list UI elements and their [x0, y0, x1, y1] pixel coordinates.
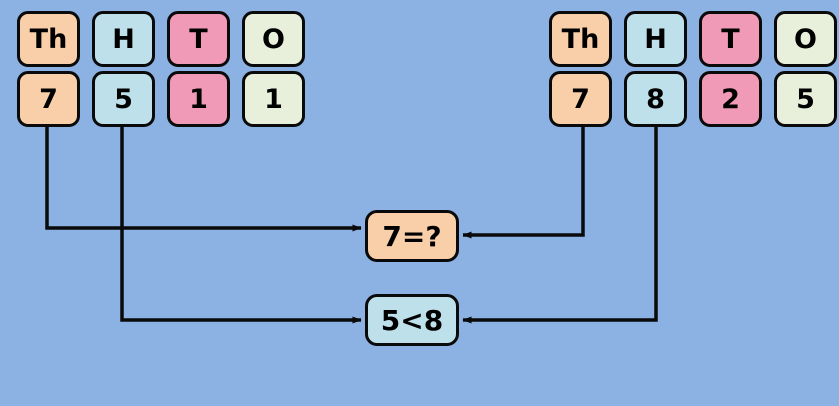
digit-cell-thousands-left[interactable]: 7 [17, 71, 80, 127]
header-cell-ones-left: O [242, 11, 305, 67]
connector-right-hundreds [462, 124, 658, 324]
place-value-chart-left: Th H T O 7 5 1 1 [17, 11, 305, 127]
header-cell-hundreds-right: H [624, 11, 687, 67]
header-cell-tens-left: T [167, 11, 230, 67]
header-cell-tens-right: T [699, 11, 762, 67]
connector-left-hundreds [120, 124, 362, 324]
digit-cell-tens-left[interactable]: 1 [167, 71, 230, 127]
comparison-box-hundreds[interactable]: 5<8 [365, 294, 459, 346]
header-cell-thousands-left: Th [17, 11, 80, 67]
connector-right-thousands [462, 124, 585, 239]
header-cell-ones-right: O [774, 11, 837, 67]
digit-cell-thousands-right[interactable]: 7 [549, 71, 612, 127]
digit-cell-hundreds-right[interactable]: 8 [624, 71, 687, 127]
place-value-chart-right: Th H T O 7 8 2 5 [549, 11, 837, 127]
digit-cell-hundreds-left[interactable]: 5 [92, 71, 155, 127]
digit-cell-tens-right[interactable]: 2 [699, 71, 762, 127]
connector-left-thousands [45, 124, 362, 232]
header-cell-thousands-right: Th [549, 11, 612, 67]
digit-cell-ones-left[interactable]: 1 [242, 71, 305, 127]
header-cell-hundreds-left: H [92, 11, 155, 67]
comparison-box-thousands[interactable]: 7=? [365, 210, 459, 262]
digit-cell-ones-right[interactable]: 5 [774, 71, 837, 127]
